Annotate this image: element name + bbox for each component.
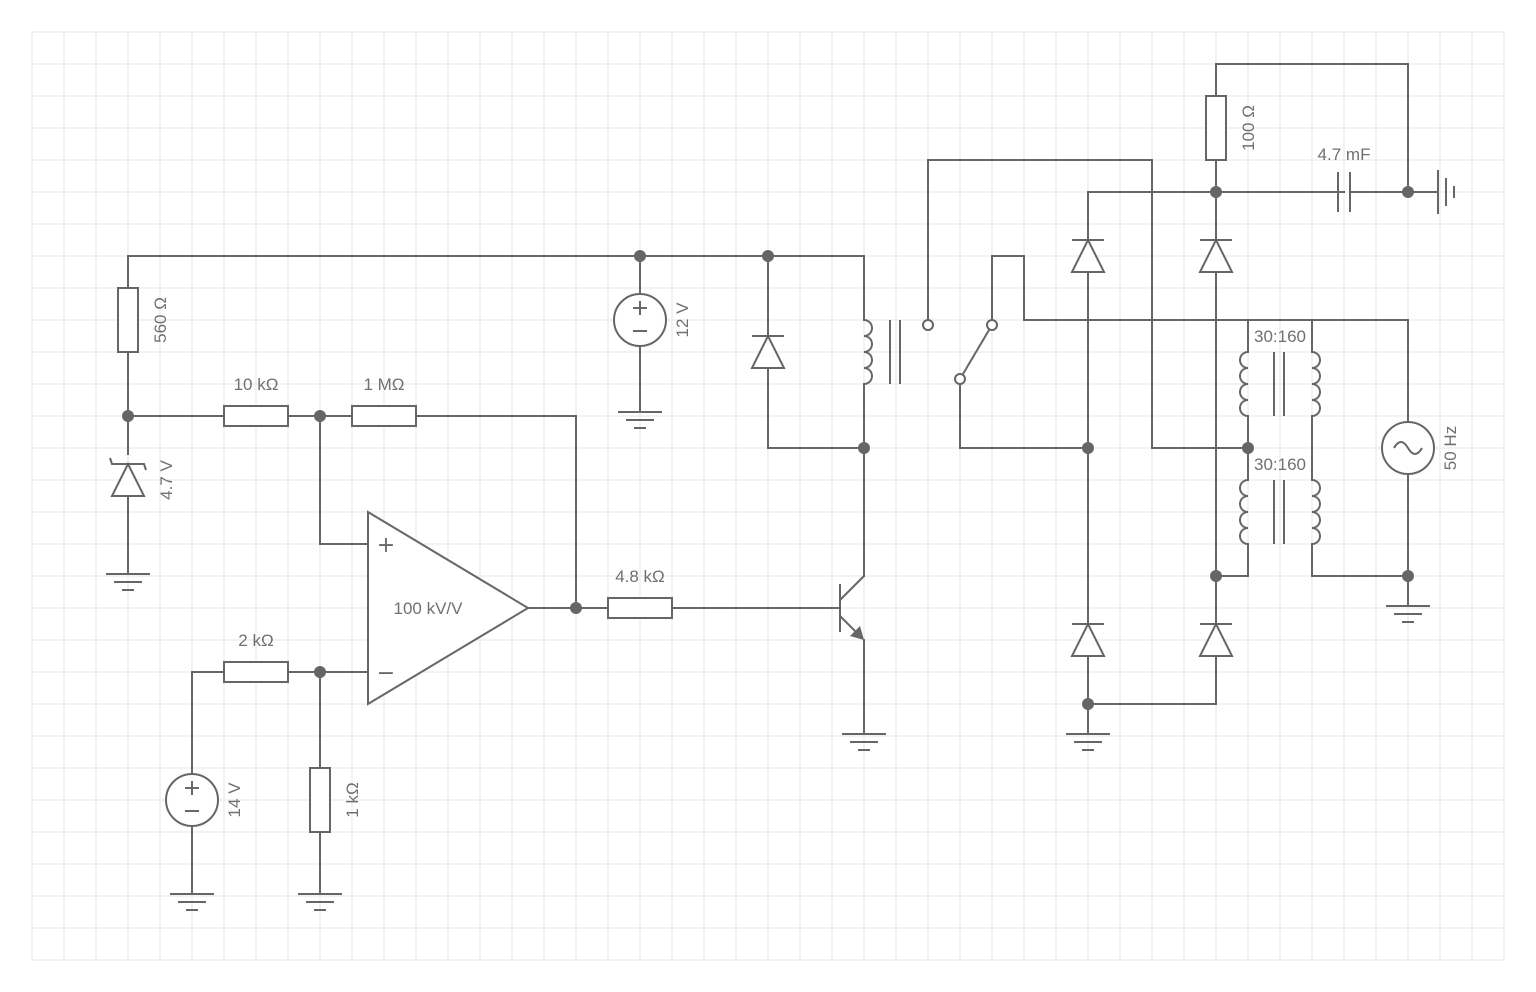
op-amp-gain-label: 100 kV/V [394, 599, 464, 618]
resistor-4k8: 4.8 kΩ [607, 567, 673, 619]
voltage-source-12v-label: 12 V [673, 302, 692, 338]
capacitor-label: 4.7 mF [1318, 145, 1371, 164]
resistor-4k8-label: 4.8 kΩ [615, 567, 665, 586]
relay-coil [863, 319, 901, 385]
voltage-source-12v [613, 293, 667, 347]
ground-symbol-side [1437, 170, 1455, 214]
transformer-top: 30:160 [1239, 327, 1321, 417]
ac-source: 50 Hz [1381, 421, 1460, 475]
resistor-1k: 1 kΩ [309, 767, 362, 833]
resistor-100-label: 100 Ω [1239, 105, 1258, 151]
relay-switch [922, 159, 1313, 449]
resistor-10k-label: 10 kΩ [234, 375, 279, 394]
voltage-source-14v-label: 14 V [225, 782, 244, 818]
npn-transistor [839, 575, 865, 640]
resistor-560-ohm: 560 Ω [117, 287, 170, 353]
resistor-1m-label: 1 MΩ [363, 375, 404, 394]
top-rail-wire [127, 255, 865, 321]
resistor-10k: 10 kΩ [223, 375, 289, 427]
op-amp-plus-pin: + [377, 533, 395, 558]
zener-label: 4.7 V [157, 459, 176, 499]
transformer-bottom: 30:160 [1239, 455, 1321, 545]
resistor-1k-label: 1 kΩ [343, 782, 362, 817]
junction-dots [122, 186, 1414, 710]
resistor-2k-label: 2 kΩ [238, 631, 273, 650]
op-amp-minus-pin: − [377, 661, 395, 686]
transformer-top-ratio: 30:160 [1254, 327, 1306, 346]
ac-source-label: 50 Hz [1441, 426, 1460, 470]
resistor-2k: 2 kΩ [223, 631, 289, 683]
voltage-source-14v [165, 773, 219, 827]
capacitor-4m7: 4.7 mF [1318, 145, 1371, 212]
resistor-560-label: 560 Ω [151, 297, 170, 343]
background-grid [31, 31, 1505, 961]
transformer-bottom-ratio: 30:160 [1254, 455, 1306, 474]
op-amp: + − 100 kV/V [367, 510, 530, 706]
zener-diode: 4.7 V [109, 457, 176, 500]
resistor-100-ohm: 100 Ω [1205, 95, 1258, 161]
